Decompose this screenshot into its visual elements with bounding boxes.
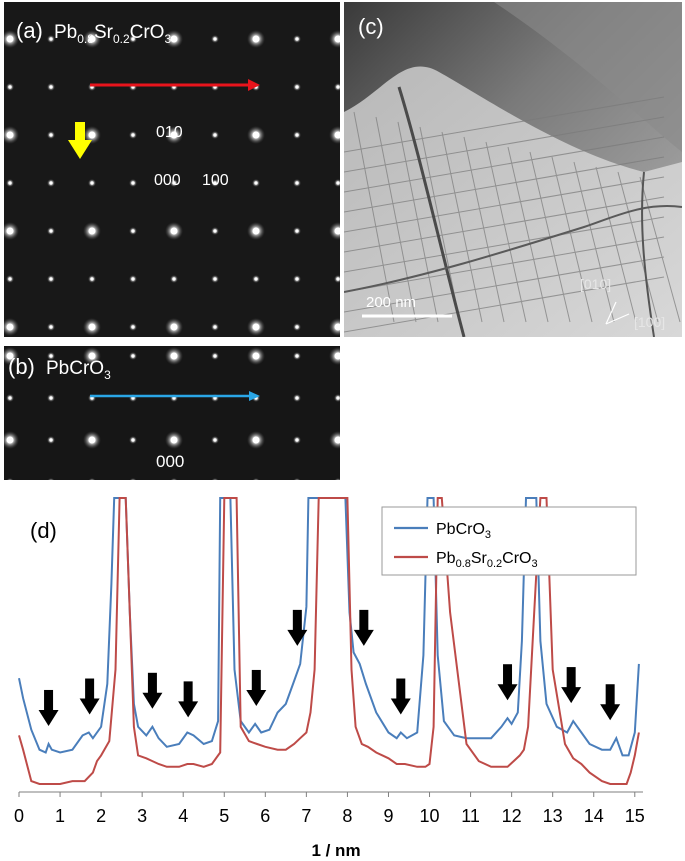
x-tick-label: 9 — [383, 806, 393, 826]
panel-b-blue-arrowhead — [249, 391, 260, 401]
legend-label-pbsrcro3: Pb0.8Sr0.2CrO3 — [436, 550, 538, 570]
x-tick-label: 10 — [420, 806, 440, 826]
panel-a-yellow-marker-icon — [68, 122, 92, 159]
legend: PbCrO3 Pb0.8Sr0.2CrO3 — [381, 506, 637, 576]
peak-arrow-icon — [79, 678, 100, 715]
peak-arrow-icon — [353, 609, 374, 646]
panel-c-label: (c) — [358, 14, 384, 39]
legend-label-pbcro3: PbCrO3 — [436, 521, 491, 541]
spot-label-010: 010 — [156, 124, 183, 141]
peak-arrow-icon — [390, 678, 411, 715]
x-tick-label: 5 — [219, 806, 229, 826]
x-tick-label: 11 — [461, 806, 480, 826]
x-tick-label: 12 — [502, 806, 522, 826]
direction-100: [100] — [634, 314, 666, 330]
panel-b-pattern — [4, 346, 340, 480]
peak-arrow-icon — [178, 681, 199, 718]
series-line-1 — [18, 497, 640, 785]
series-line-0 — [18, 497, 640, 757]
panel-a-diffraction: (a) Pb0.8Sr0.2CrO3 010 000 100 — [4, 2, 340, 337]
x-tick-label: 1 — [55, 806, 65, 826]
peak-arrow-icon — [246, 669, 267, 706]
panel-a-formula: Pb0.8Sr0.2CrO3 — [54, 22, 172, 46]
panel-d-label: (d) — [30, 518, 57, 543]
x-tick-label: 7 — [301, 806, 311, 826]
panel-b-diffraction: (b) PbCrO3 000 — [4, 346, 340, 480]
panel-c-micrograph — [344, 2, 682, 337]
x-tick-label: 14 — [584, 806, 604, 826]
peak-arrow-icon — [287, 609, 308, 646]
peak-arrow-icon — [38, 689, 59, 726]
panel-a-red-arrowhead — [248, 79, 260, 91]
panel-b-label: (b) — [8, 354, 35, 379]
spot-label-100: 100 — [202, 172, 229, 189]
direction-arrows-icon — [605, 301, 630, 325]
peak-arrow-icon — [497, 664, 518, 701]
x-tick-label: 13 — [543, 806, 563, 826]
x-tick-label: 8 — [342, 806, 352, 826]
x-tick-label: 6 — [260, 806, 270, 826]
panel-a-label: (a) — [16, 18, 43, 43]
direction-010: [010] — [580, 276, 612, 292]
panel-c-tem-image: (c) 200 nm [010] [100] — [344, 2, 682, 337]
spot-label-000: 000 — [154, 172, 181, 189]
panel-b-spot-label-000: 000 — [156, 452, 185, 471]
peak-arrow-icon — [561, 667, 582, 704]
panel-b-formula: PbCrO3 — [46, 358, 111, 382]
x-tick-label: 4 — [178, 806, 188, 826]
x-tick-label: 2 — [96, 806, 106, 826]
panel-a-pattern — [4, 2, 340, 337]
x-tick-label: 15 — [625, 806, 645, 826]
x-tick-label: 0 — [14, 806, 24, 826]
peak-arrow-icon — [142, 672, 163, 709]
scale-bar-label: 200 nm — [366, 294, 417, 311]
x-axis-label: 1 / nm — [311, 841, 360, 860]
x-tick-label: 3 — [137, 806, 147, 826]
peak-arrow-icon — [600, 684, 621, 721]
